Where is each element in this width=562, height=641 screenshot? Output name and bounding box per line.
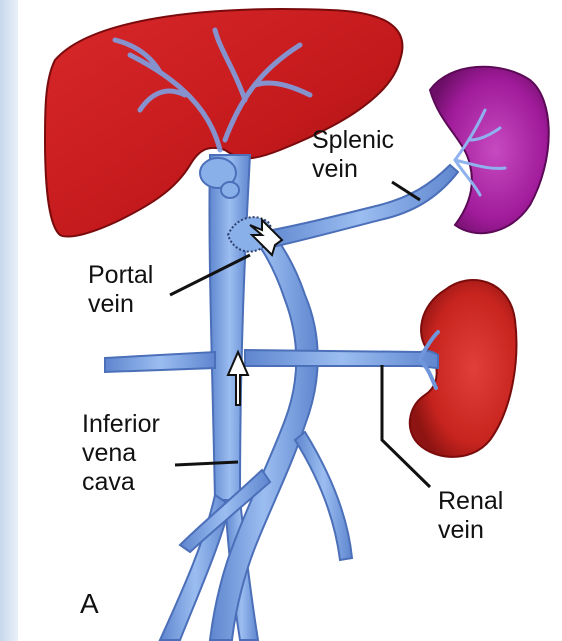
renal-vein-vessel bbox=[105, 332, 438, 388]
splenic-vein-label: Splenic vein bbox=[312, 126, 394, 184]
ivc-label-line-1: Inferior bbox=[82, 410, 160, 439]
ivc-label: Inferior vena cava bbox=[82, 410, 160, 497]
ivc-label-line-2: vena bbox=[82, 439, 160, 468]
spleen-shape bbox=[430, 67, 549, 233]
ivc-label-line-3: cava bbox=[82, 468, 160, 497]
portal-label-line-2: vein bbox=[88, 290, 153, 319]
renal-label-line-2: vein bbox=[438, 516, 503, 545]
portal-vein-label: Portal vein bbox=[88, 261, 153, 319]
portal-label-line-1: Portal bbox=[88, 261, 153, 290]
renal-label-line-1: Renal bbox=[438, 487, 503, 516]
renal-vein-label: Renal vein bbox=[438, 487, 503, 545]
panel-letter: A bbox=[80, 588, 99, 620]
splenic-label-line-1: Splenic bbox=[312, 126, 394, 155]
splenic-label-line-2: vein bbox=[312, 155, 394, 184]
